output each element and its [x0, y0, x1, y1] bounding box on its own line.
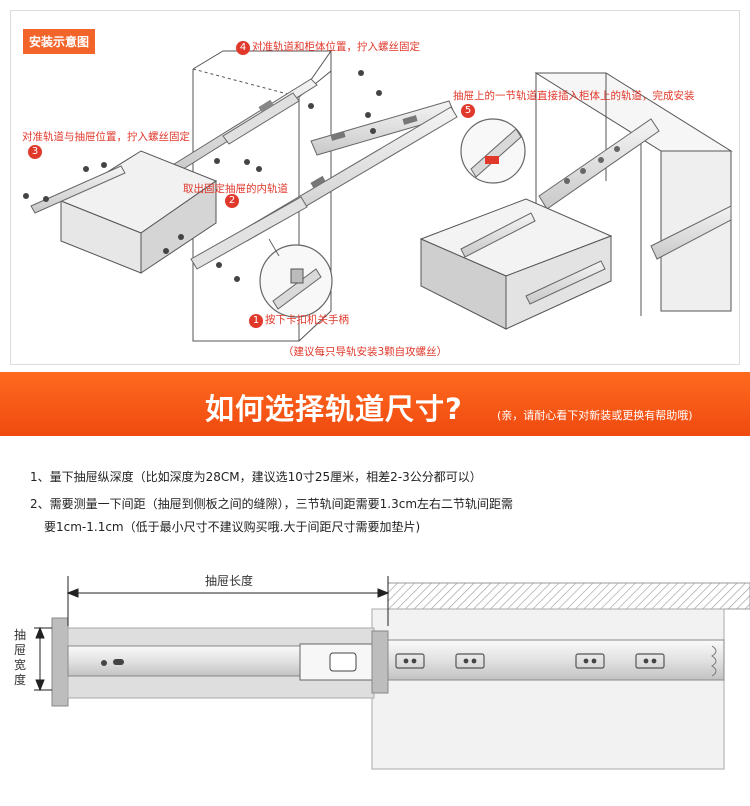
- cabinet-rail: [371, 639, 725, 681]
- step5-text: 抽屉上的一节轨道直接插入柜体上的轨道，完成安装: [453, 90, 695, 102]
- step1-badge: 1: [249, 314, 263, 328]
- step4-text: 对准轨道和柜体位置，拧入螺丝固定: [252, 41, 420, 53]
- drawer-side-panel: [51, 617, 69, 707]
- screws: [23, 70, 382, 282]
- tip-gap-cont: 要1cm-1.1cm（低于最小尺寸不建议购买哦.大于间距尺寸需要加垫片): [44, 520, 421, 534]
- insert-zoom: [460, 118, 526, 184]
- step5-badge: 5: [461, 104, 475, 118]
- section-tag: 安装示意图: [23, 29, 96, 54]
- step2-text: 取出固定抽屉的内轨道: [183, 183, 288, 195]
- step1-text: 按下卡扣机关手柄: [265, 314, 349, 326]
- install-illustration: [23, 50, 733, 342]
- cabinet-top-hatch: [387, 582, 750, 610]
- step2-badge-wrap: 2: [225, 194, 241, 208]
- step5-note: 抽屉上的一节轨道直接插入柜体上的轨道，完成安装: [453, 88, 695, 103]
- drawer-length-label: 抽屉长度: [205, 574, 254, 588]
- measure-diagram: [34, 576, 750, 770]
- tip-gap: 2、需要测量一下间距（抽屉到侧板之间的缝隙），三节轨间距需要1.3cm左右二节轨…: [30, 497, 514, 511]
- step3-note: 对准轨道与抽屉位置，拧入螺丝固定: [22, 129, 190, 144]
- step2-badge: 2: [225, 194, 239, 208]
- clip-zoom: [259, 238, 333, 318]
- step3-text: 对准轨道与抽屉位置，拧入螺丝固定: [22, 131, 190, 143]
- rail-slots: [395, 653, 665, 669]
- tip-depth: 1、量下抽屉纵深度（比如深度为28CM，建议选10寸25厘米，相差2-3公分都可…: [30, 470, 482, 484]
- screw-advice: （建议每只导轨安装3颗自攻螺丝）: [283, 346, 448, 358]
- step5-badge-wrap: 5: [461, 104, 477, 118]
- step4-badge: 4: [236, 41, 250, 55]
- banner-subtitle: (亲，请耐心看下对新装或更换有帮助哦): [497, 409, 693, 422]
- length-dimension: [66, 576, 390, 626]
- width-dimension: [34, 626, 52, 692]
- drawer-left: [30, 150, 218, 274]
- right-rails: [538, 118, 732, 260]
- banner-title: 如何选择轨道尺寸?: [205, 392, 463, 426]
- size-banner: [0, 372, 750, 436]
- upper-rail: [170, 78, 456, 174]
- drawer-right: [419, 198, 613, 330]
- drawer-width-label: 抽屉宽度: [14, 628, 27, 687]
- step2-note: 取出固定抽屉的内轨道: [183, 181, 288, 196]
- cabinet-side: [371, 608, 725, 770]
- step3-badge: 3: [28, 145, 42, 159]
- step3-badge-wrap: 3: [28, 145, 44, 159]
- middle-rail: [190, 106, 458, 270]
